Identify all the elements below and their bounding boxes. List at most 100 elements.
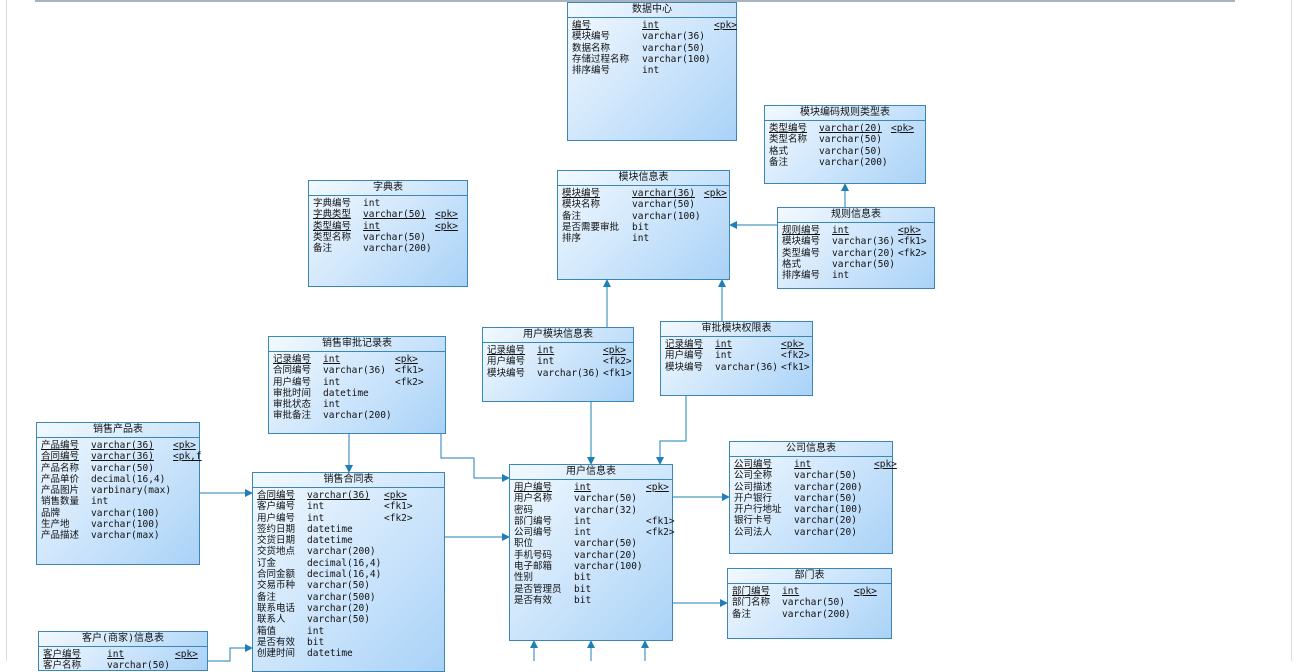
attribute-name: 用户编号 (487, 356, 526, 368)
attribute-type: varchar(500) (307, 591, 376, 603)
attribute-row: 备注 varchar(500) (257, 592, 440, 603)
attribute-type: varchar(100) (642, 53, 711, 65)
attribute-type: varchar(50) (91, 462, 154, 474)
attribute-key (854, 597, 887, 608)
attribute-name: 银行卡号 (734, 515, 773, 527)
attribute-type: varchar(20) (574, 549, 637, 561)
attribute-key (384, 558, 440, 569)
attribute-key (173, 519, 195, 530)
canvas-right-border (1291, 0, 1292, 661)
entity-title: 模块编码规则类型表 (765, 106, 925, 121)
attribute-key (646, 550, 668, 561)
attribute-key (714, 43, 732, 54)
attribute-name: 审批时间 (273, 387, 312, 399)
attribute-key (384, 546, 440, 557)
attribute-name: 备注 (257, 591, 277, 603)
attribute-name: 手机号码 (514, 549, 553, 561)
attribute-type: varchar(50) (574, 538, 637, 550)
attribute-key: <fk2> (603, 356, 632, 368)
attribute-type: varchar(100) (794, 504, 863, 516)
attribute-name: 公司法人 (734, 526, 773, 538)
attribute-name: 是否有效 (514, 594, 553, 606)
attribute-name: 模块名称 (562, 199, 601, 211)
attribute-key (874, 515, 888, 526)
attribute-key (173, 485, 195, 496)
attribute-name: 生产地 (41, 519, 70, 531)
attribute-name: 箱值 (257, 625, 277, 637)
entity-title: 用户模块信息表 (483, 328, 633, 343)
attribute-name: 产品图片 (41, 485, 80, 497)
attribute-type: varchar(200) (819, 156, 888, 168)
attribute-key (384, 592, 440, 603)
attribute-name: 类型编号 (769, 123, 808, 134)
attribute-type: varchar(36) (832, 236, 895, 248)
attribute-key: <pk> (603, 345, 626, 356)
attribute-type: varchar(50) (363, 209, 426, 221)
attribute-key (435, 232, 463, 243)
attribute-key: <fk2> (395, 376, 424, 388)
attribute-name: 类型名称 (313, 231, 352, 243)
attribute-type: int (307, 501, 325, 513)
entity-title: 字典表 (309, 181, 467, 196)
attribute-key: <pk> (704, 188, 727, 199)
attribute-name: 记录编号 (273, 354, 312, 365)
attribute-type: int (323, 399, 341, 411)
attribute-type: varchar(20) (794, 515, 857, 527)
attribute-type: int (307, 625, 325, 637)
attribute-name: 部门编号 (514, 515, 553, 527)
attribute-type: varchar(50) (107, 660, 170, 672)
attribute-key (891, 157, 921, 168)
attribute-type: varchar(20) (794, 526, 857, 538)
attribute-key (898, 259, 930, 270)
attribute-name: 密码 (514, 504, 534, 516)
entity-title: 数据中心 (568, 3, 736, 18)
attribute-name: 部门编号 (732, 586, 771, 597)
attribute-key (384, 524, 440, 535)
attribute-name: 产品单价 (41, 473, 80, 485)
attribute-name: 公司编号 (514, 527, 553, 539)
attribute-key (646, 595, 668, 606)
